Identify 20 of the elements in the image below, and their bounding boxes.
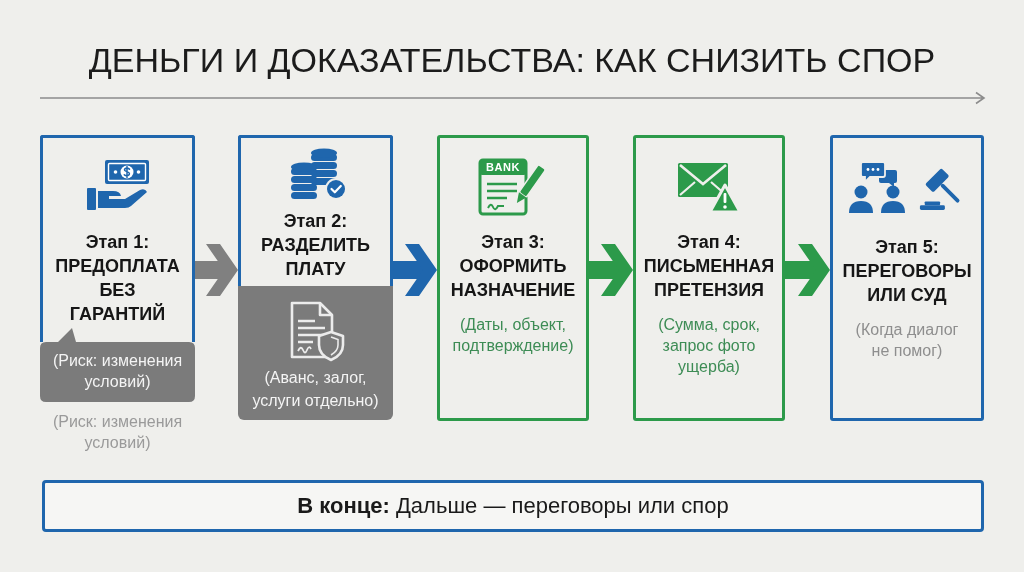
summary-text: В конце: Дальше — переговоры или спор: [297, 492, 729, 520]
title: ДЕНЬГИ И ДОКАЗАТЕЛЬСТВА: КАК СНИЗИТЬ СПОР: [88, 40, 936, 80]
stage-box: [633, 135, 785, 421]
note-panel: [238, 286, 393, 420]
panel-text: (Аванс, залог, услуги отдельно): [251, 368, 380, 411]
stage-note: (Когда диалог не помог): [854, 320, 960, 361]
bubble-text: (Риск: изменения условий): [51, 351, 184, 392]
icon-label: BANK: [486, 160, 520, 175]
stage-note: (Сумма, срок, запрос фото ущерба): [657, 315, 761, 377]
note-text: (Риск: изменения условий): [51, 412, 184, 453]
stage-title: Этап 4: ПИСЬМЕННАЯ ПРЕТЕНЗИЯ: [642, 231, 776, 302]
speech-bubble: [40, 328, 195, 402]
stage-title: Этап 1: ПРЕДОПЛАТА БЕЗ ГАРАНТИЙ: [54, 231, 181, 326]
summary-bar: [42, 480, 984, 532]
stage-title: Этап 5: ПЕРЕГОВОРЫ ИЛИ СУД: [841, 236, 973, 307]
stage-box: [830, 135, 984, 421]
stage-title: Этап 2: РАЗДЕЛИТЬ ПЛАТУ: [260, 210, 371, 281]
stage-box: [437, 135, 589, 421]
stage-title: Этап 3: ОФОРМИТЬ НАЗНАЧЕНИЕ: [449, 231, 577, 302]
stage-note: (Даты, объект, подтверждение): [451, 315, 575, 356]
